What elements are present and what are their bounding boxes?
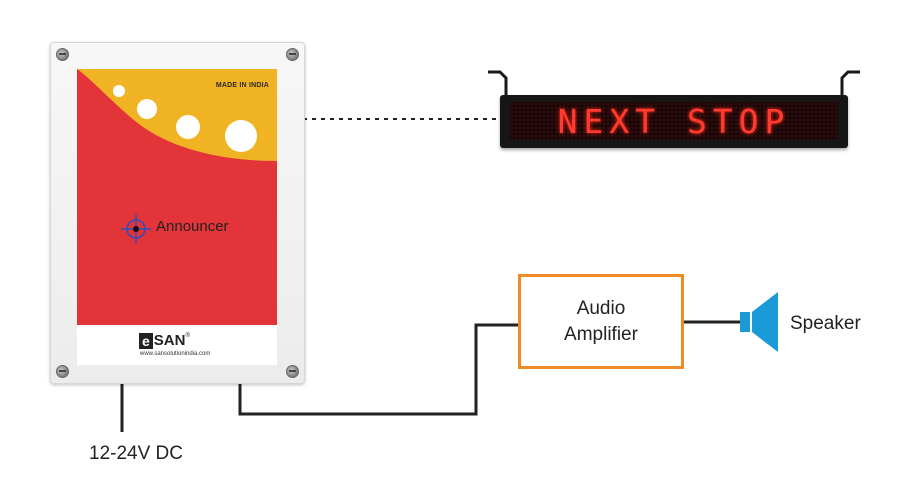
brand-san: SAN: [153, 332, 186, 349]
screw-icon: [56, 365, 69, 378]
audio-cable: [238, 323, 518, 416]
made-in-india-text: MADE IN INDIA: [215, 82, 269, 89]
brand-e: e: [139, 333, 153, 349]
screw-icon: [286, 365, 299, 378]
crosshair-icon: [121, 214, 151, 244]
speaker-label: Speaker: [790, 313, 861, 334]
screw-icon: [286, 48, 299, 61]
amplifier-label-line1: Audio: [576, 297, 626, 319]
announcer-label: Announcer: [156, 218, 229, 235]
audio-amplifier-box: Audio Amplifier: [518, 274, 684, 369]
led-display-sign: NEXT STOP: [500, 95, 848, 148]
brand-registered-mark: ®: [185, 333, 190, 339]
brand-website: www.sansolutionindia.com: [140, 351, 211, 357]
device-label: MADE IN INDIA Announcer e SAN ® www.sans…: [77, 69, 277, 365]
power-supply-label: 12-24V DC: [89, 443, 183, 464]
yellow-wave-decoration: [77, 69, 277, 161]
led-display-text: NEXT STOP: [557, 101, 791, 141]
announcer-device: MADE IN INDIA Announcer e SAN ® www.sans…: [50, 42, 305, 384]
brand-logo: e SAN ®: [139, 333, 190, 349]
speaker-icon: [740, 292, 778, 352]
screw-icon: [56, 48, 69, 61]
amplifier-label-line2: Amplifier: [564, 323, 638, 345]
led-screen: NEXT STOP: [510, 101, 838, 141]
